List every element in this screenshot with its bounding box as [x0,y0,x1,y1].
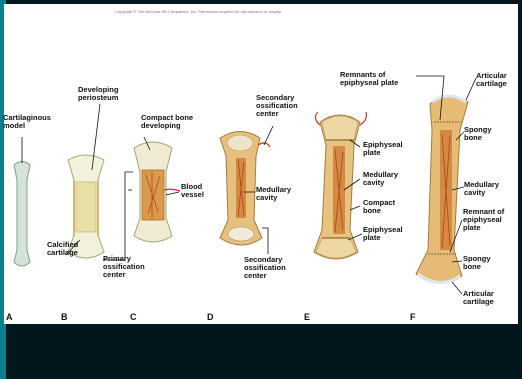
label-articular-cartilage-top: Articularcartilage [476,72,507,88]
label-medullary-cavity-f: Medullarycavity [464,181,499,197]
label-articular-cartilage-bottom: Articularcartilage [463,290,494,306]
label-blood-vessel: Bloodvessel [181,183,204,199]
label-epiphyseal-plate-e-bottom: Epiphysealplate [363,226,403,242]
stage-letter-d: D [207,312,214,322]
label-medullary-cavity-e: Medullarycavity [363,171,398,187]
label-secondary-ossification-center-bottom: Secondaryossificationcenter [244,256,286,280]
stage-letter-f: F [410,312,416,322]
label-compact-bone-developing: Compact bonedeveloping [141,114,193,130]
label-medullary-cavity-d: Medullarycavity [256,186,291,202]
label-cartilaginous-model: Cartilaginousmodel [3,114,51,130]
label-primary-ossification-center: Primaryossificationcenter [103,255,145,279]
label-spongy-bone-top: Spongybone [464,126,492,142]
bone-c-ossification [142,170,164,220]
label-calcified-cartilage: Calcifiedcartilage [47,241,78,257]
bone-e-bottom-epiphysis [316,238,356,258]
bone-e-top-epiphysis [322,116,358,140]
label-remnants-epiphyseal-plate: Remnants ofepiphyseal plate [340,71,398,87]
stage-letter-c: C [130,312,137,322]
bone-b-collar [76,182,96,232]
label-spongy-bone-bottom: Spongybone [463,255,491,271]
bone-e-vessel [315,112,320,125]
stage-letter-b: B [61,312,68,322]
label-compact-bone-e: Compactbone [363,199,395,215]
label-secondary-ossification-center-top: Secondaryossificationcenter [256,94,298,118]
stage-letter-a: A [6,312,13,322]
stage-letter-e: E [304,312,310,322]
label-developing-periosteum: Developingperiosteum [78,86,118,102]
label-epiphyseal-plate-e-top: Epiphysealplate [363,141,403,157]
label-remnant-epiphyseal-plate-bottom: Remnant ofepiphysealplate [463,208,504,232]
bone-d-top-epiphysis [227,135,253,151]
bone-a-cartilage-model [14,162,30,267]
bone-d-bottom-epiphysis [228,227,254,241]
